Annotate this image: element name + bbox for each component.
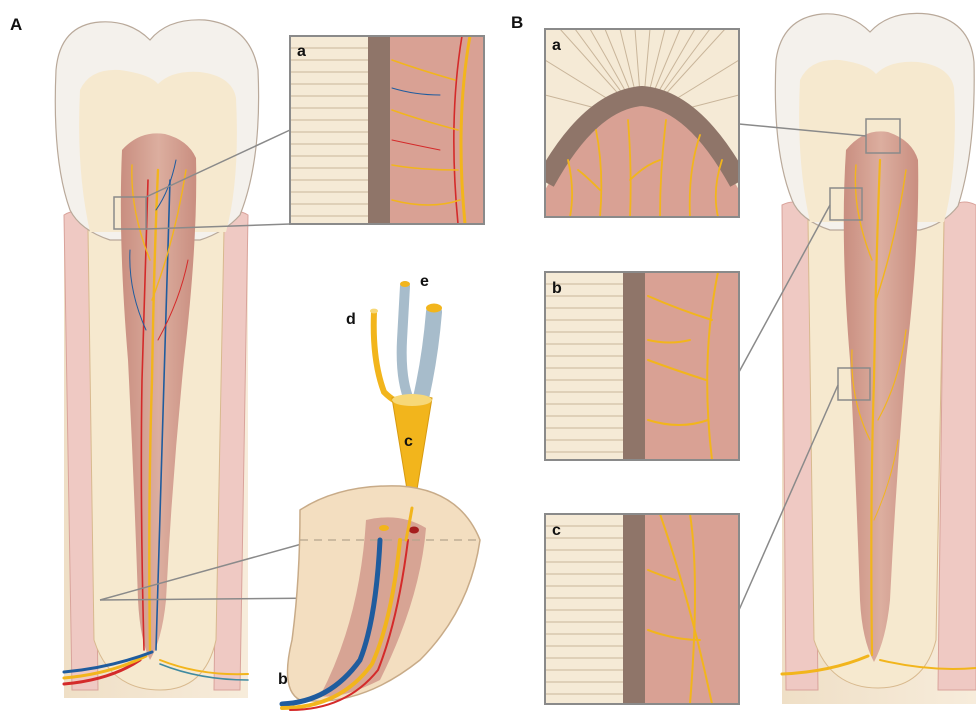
inset-b-a-label: a xyxy=(552,37,561,54)
odontoblast-layer-a xyxy=(368,36,390,224)
nerve-bundle-c: d e c xyxy=(346,273,442,520)
panel-b-label: B xyxy=(511,13,523,32)
inset-a-a: a xyxy=(290,36,484,224)
inset-b-b-label: b xyxy=(552,280,562,297)
tooth-a xyxy=(55,20,258,698)
inset-b-c-label: c xyxy=(552,522,561,539)
panel-b: B xyxy=(511,13,976,704)
fiber-e-thin xyxy=(402,286,410,402)
inset-b-c: c xyxy=(545,514,739,704)
fiber-d-label: d xyxy=(346,311,356,328)
inset-b-b: b xyxy=(545,272,739,460)
tooth-b xyxy=(775,13,976,704)
bundle-c-label: c xyxy=(404,433,413,450)
fiber-e-label: e xyxy=(420,273,429,290)
inset-a-a-label: a xyxy=(297,43,306,60)
inset-b-a: a xyxy=(545,29,739,217)
cross-section-b-label: b xyxy=(278,671,288,688)
fiber-e-thick xyxy=(420,312,434,402)
panel-a: A xyxy=(10,15,484,710)
root-cross-section-b: b xyxy=(278,486,480,710)
panel-a-label: A xyxy=(10,15,22,34)
